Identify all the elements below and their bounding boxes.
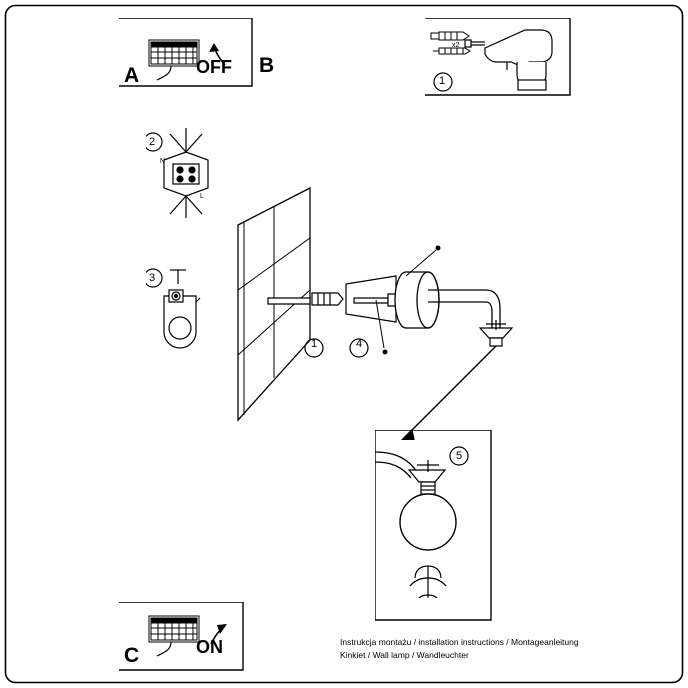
panel-c-on — [119, 602, 244, 671]
label-terminal-n: N — [160, 158, 166, 165]
footer-line-2: Kinkiet / Wall lamp / Wandleuchter — [340, 650, 469, 660]
main-assembly — [237, 186, 514, 440]
panel-1-drill — [425, 18, 571, 96]
label-step-4-assembly: 4 — [356, 338, 363, 350]
label-on: ON — [196, 637, 223, 657]
label-step-2: 2 — [149, 136, 156, 148]
step-2-terminal — [146, 128, 209, 218]
label-step-a: A — [124, 64, 140, 87]
label-step-b: B — [259, 54, 275, 77]
label-terminal-l: L — [200, 193, 204, 200]
footer-line-1: Instrukcja montażu / installation instru… — [340, 637, 579, 647]
label-step-1-panel: 1 — [439, 75, 446, 87]
label-step-c: C — [124, 644, 140, 667]
label-step-3: 3 — [149, 272, 156, 284]
label-off: OFF — [196, 57, 232, 77]
label-step-5: 5 — [456, 450, 463, 462]
panel-a-off — [119, 18, 253, 87]
step-3-bracket — [146, 268, 201, 349]
label-screw-qty: x2 — [452, 42, 460, 49]
panel-5-globe — [375, 430, 492, 621]
label-step-1-assembly: 1 — [311, 338, 318, 350]
